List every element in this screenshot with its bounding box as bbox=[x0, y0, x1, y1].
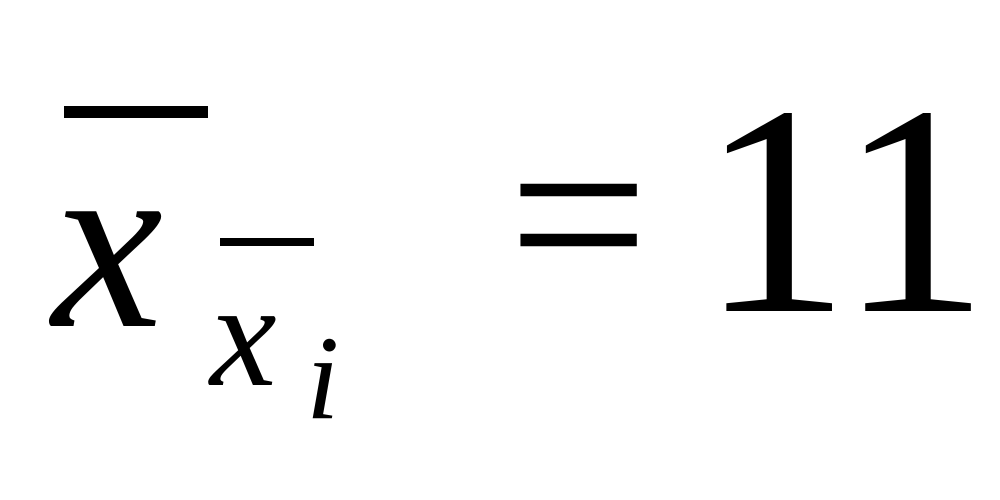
result-value: 11 bbox=[700, 44, 989, 376]
main-overbar bbox=[64, 106, 208, 118]
sub-subscript-index: i bbox=[306, 311, 340, 444]
subscript-variable: x bbox=[210, 252, 277, 418]
subscript-overbar bbox=[220, 238, 314, 246]
main-variable: x bbox=[52, 104, 163, 381]
equals-sign: = bbox=[508, 76, 649, 353]
